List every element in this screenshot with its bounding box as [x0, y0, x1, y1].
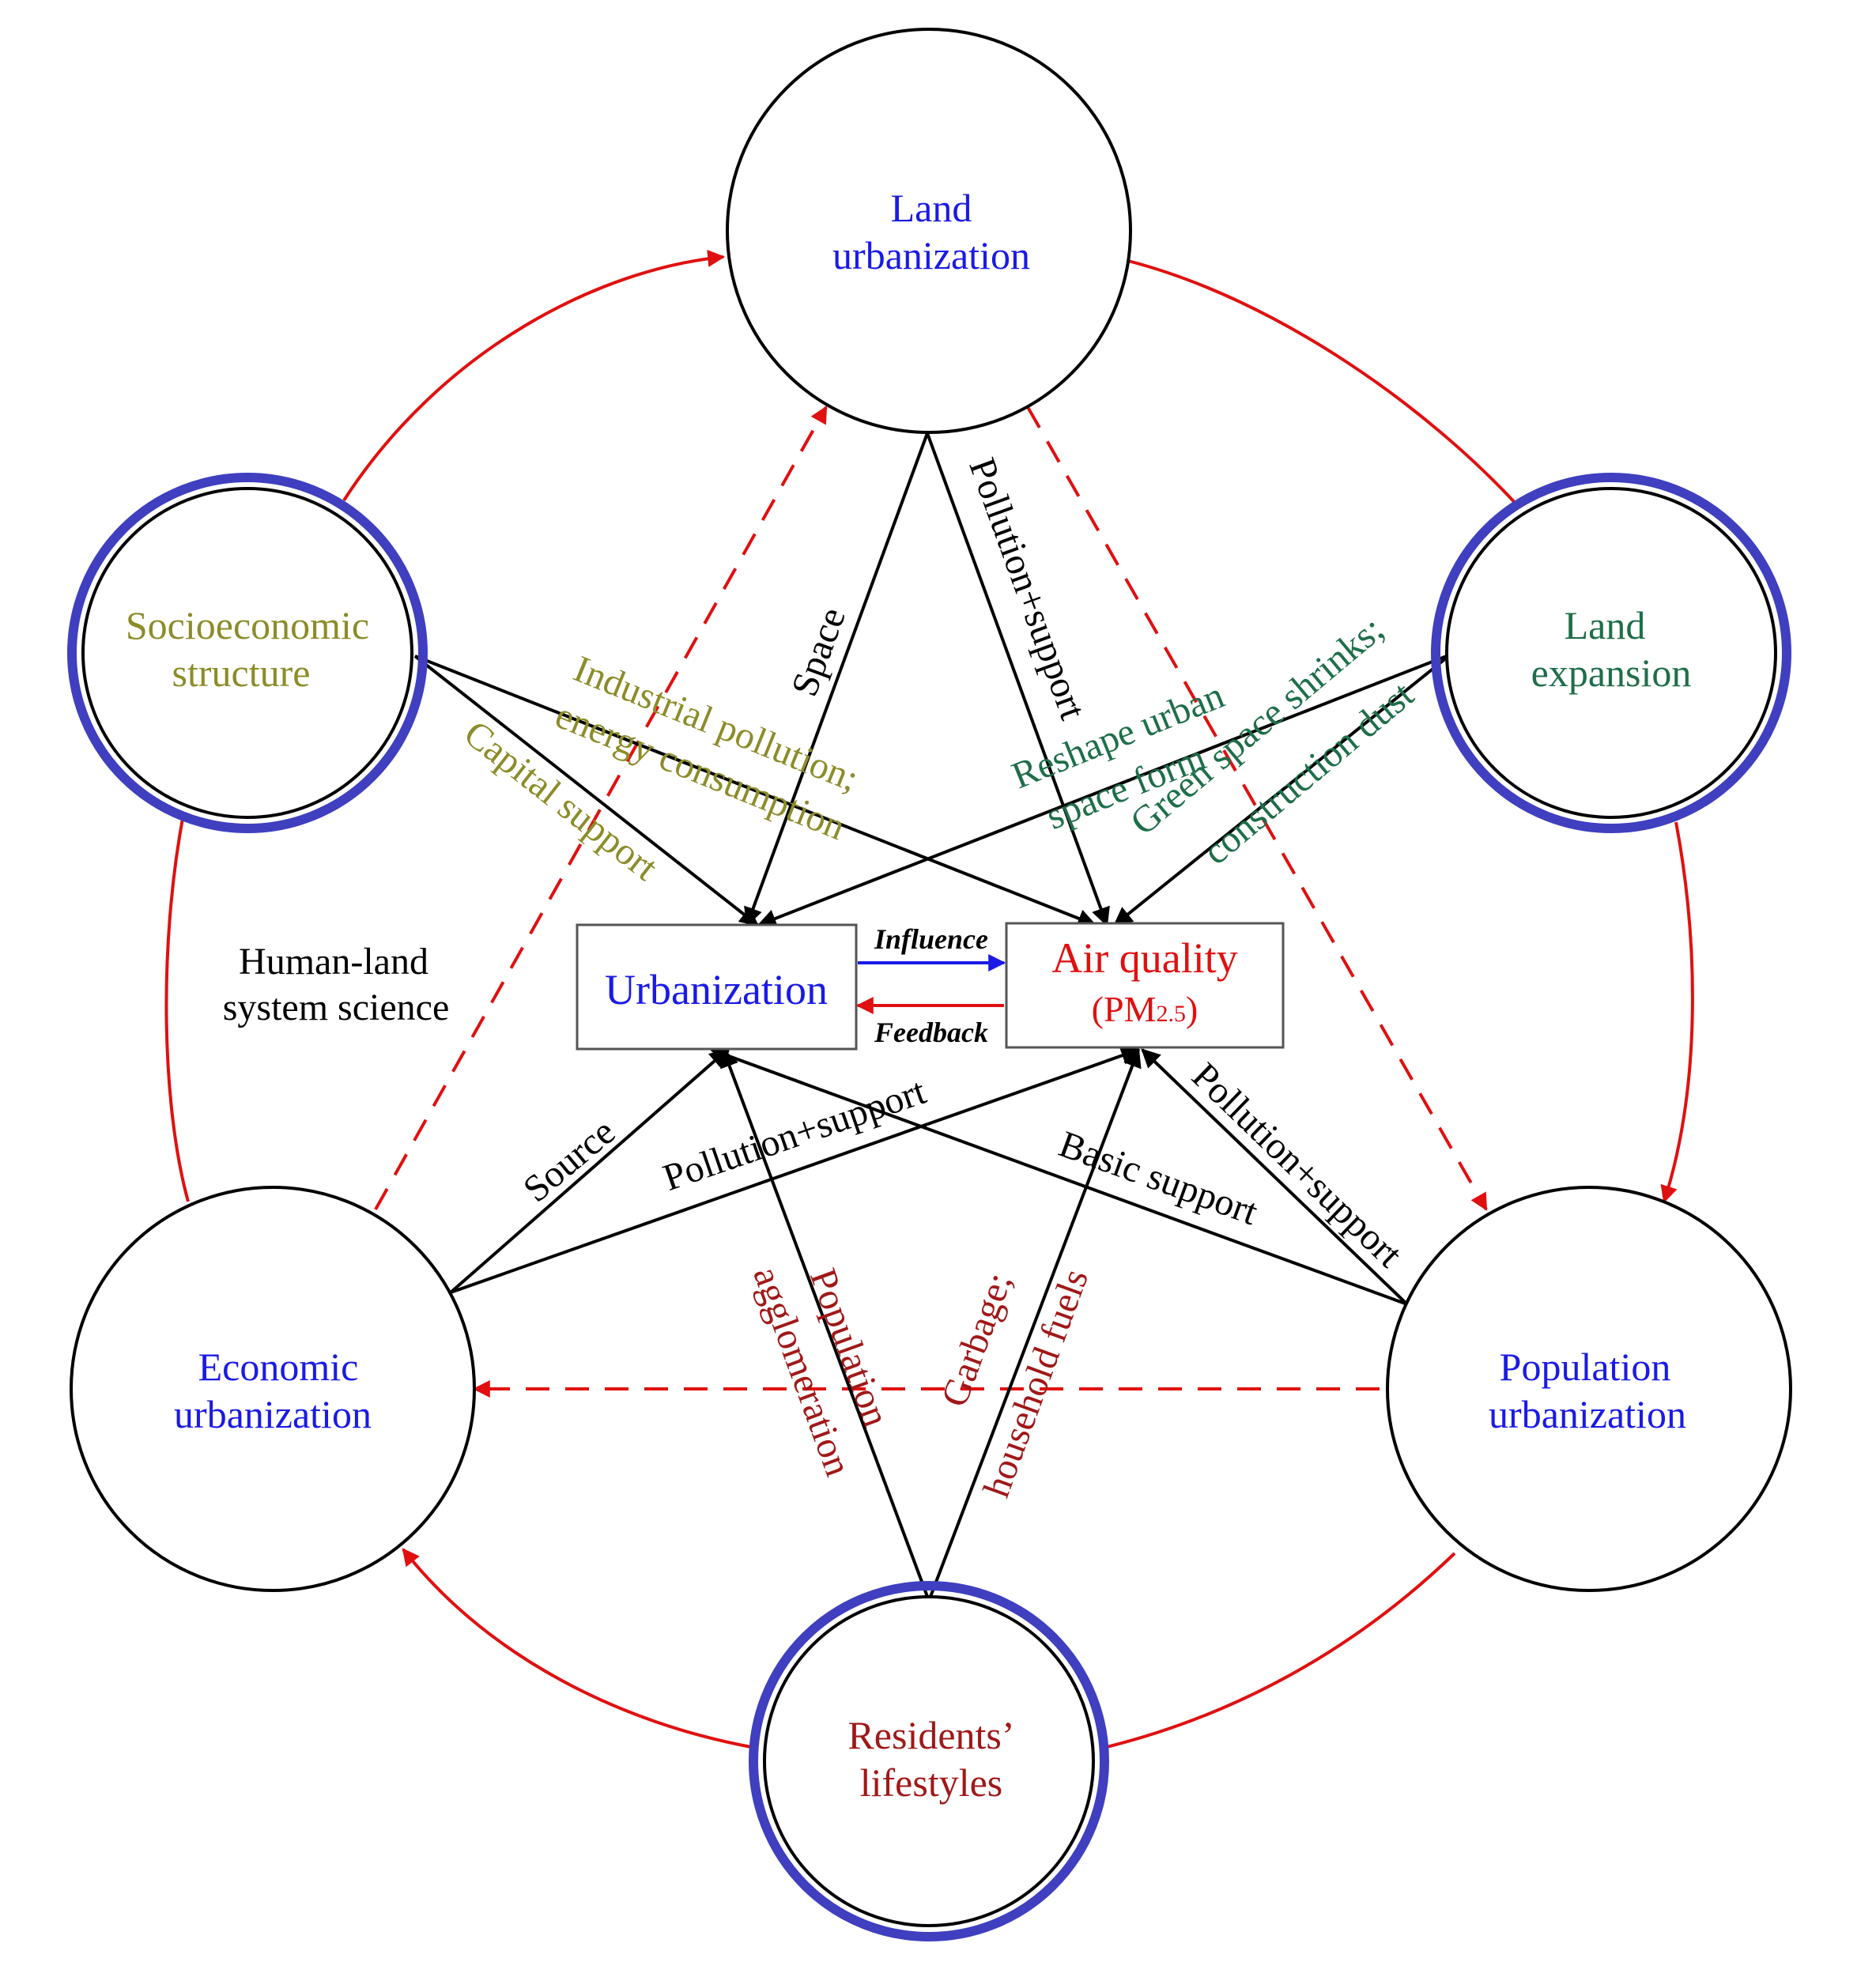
arrow-population-pollution	[1141, 1048, 1409, 1306]
outer-cycle	[164, 249, 1694, 1749]
pm25-subscript: 2.5	[1156, 1001, 1186, 1027]
system-science-note-line-1: Human-land	[239, 941, 428, 983]
node-labels: Land urbanization Land expansion Socioec…	[126, 186, 1692, 1805]
arrow-economic-source	[449, 1048, 729, 1294]
socioeconomic-structure-label-2: structure	[172, 651, 311, 695]
urbanization-box-label: Urbanization	[605, 966, 828, 1013]
arc-socio-to-land	[342, 249, 726, 502]
label-source: Source	[515, 1111, 623, 1210]
arc-economic-to-socio	[164, 813, 190, 1202]
system-science-note-line-2: system science	[223, 987, 450, 1028]
node-land-expansion	[1445, 487, 1777, 819]
arrow-expansion-reshape	[757, 653, 1451, 928]
arc-expansion-to-population	[1660, 821, 1694, 1204]
residents-lifestyles-label-1: Residents’	[847, 1713, 1014, 1757]
arrow-expansion-green	[1113, 653, 1452, 926]
arc-residents-to-economic	[402, 1548, 752, 1749]
population-urbanization-label-1: Population	[1500, 1345, 1671, 1389]
arrow-population-basic	[709, 1047, 1408, 1306]
center-boxes: Urbanization Air quality (PM2.5) Influen…	[576, 922, 1285, 1051]
black-links	[413, 432, 1452, 1602]
node-residents-lifestyles-ring	[749, 1581, 1109, 1941]
label-pollution-support-pop: Pollution+support	[1184, 1055, 1411, 1276]
urbanization-box	[576, 923, 858, 1051]
dash-land-to-population	[1026, 406, 1488, 1211]
pm25-main: (PM	[1092, 989, 1157, 1029]
pm25-label: (PM2.5)	[1092, 989, 1198, 1029]
arc-land-to-expansion	[1127, 259, 1519, 507]
arrow-land-pollution	[926, 432, 1110, 927]
node-socioeconomic-structure-ring	[67, 473, 428, 833]
feedback-label: Feedback	[874, 1017, 988, 1048]
land-urbanization-label-1: Land	[891, 186, 972, 230]
label-basic-support: Basic support	[1054, 1123, 1264, 1234]
land-expansion-label-2: expansion	[1531, 651, 1692, 695]
label-pollution-support-top: Pollution+support	[961, 453, 1094, 726]
node-residents-lifestyles	[763, 1595, 1095, 1927]
arrow-socio-industrial	[414, 655, 1097, 928]
nodes	[67, 28, 1792, 1941]
node-land-urbanization	[726, 28, 1132, 434]
arrow-land-space	[744, 432, 929, 927]
residents-lifestyles-label-2: lifestyles	[860, 1760, 1003, 1805]
label-pollution-support-econ: Pollution+support	[658, 1070, 931, 1199]
pm25-close: )	[1186, 989, 1198, 1029]
arrow-residents-garbage	[927, 1047, 1142, 1602]
arrow-socio-capital	[413, 655, 759, 926]
arc-population-to-residents	[1106, 1552, 1456, 1749]
air-quality-box	[1005, 922, 1285, 1049]
socioeconomic-structure-label-1: Socioeconomic	[126, 603, 369, 647]
label-space: Space	[783, 602, 854, 702]
arrow-residents-population	[720, 1047, 930, 1602]
land-urbanization-label-2: urbanization	[832, 233, 1030, 277]
node-economic-urbanization	[70, 1186, 476, 1592]
population-urbanization-label-2: urbanization	[1489, 1392, 1686, 1436]
dashed-links	[374, 406, 1488, 1398]
economic-urbanization-label-1: Economic	[198, 1345, 359, 1389]
node-population-urbanization	[1386, 1186, 1792, 1592]
arrow-economic-pollution	[450, 1046, 1141, 1294]
node-socioeconomic-structure	[81, 487, 413, 819]
node-land-expansion-ring	[1431, 473, 1791, 833]
economic-urbanization-label-2: urbanization	[174, 1392, 372, 1436]
air-quality-box-label: Air quality	[1051, 934, 1237, 982]
influence-label: Influence	[874, 923, 988, 955]
land-expansion-label-1: Land	[1565, 603, 1646, 647]
dash-economic-to-land	[374, 406, 828, 1210]
system-science-note: Human-land system science	[223, 941, 450, 1028]
